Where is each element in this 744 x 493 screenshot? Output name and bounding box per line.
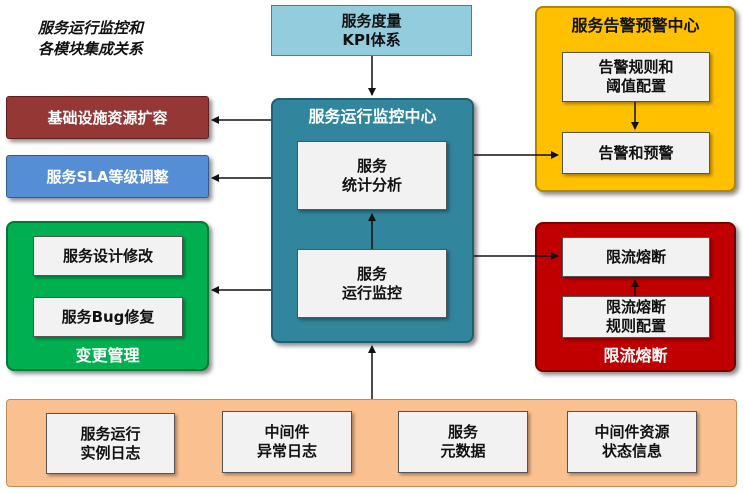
rate-limit-title: 限流熔断 <box>603 346 668 365</box>
service-runtime-monitor-box: 服务 运行监控 <box>297 249 447 318</box>
kpi-system-box: 服务度量 KPI体系 <box>271 5 472 56</box>
alarm-rules-box: 告警规则和 阈值配置 <box>562 52 710 102</box>
middleware-resource-status-box: 中间件资源 状态信息 <box>567 411 697 473</box>
alarm-warning-box: 告警和预警 <box>562 132 710 174</box>
sla-adjust-box: 服务SLA等级调整 <box>6 155 209 198</box>
service-bugfix-box: 服务Bug修复 <box>33 297 183 337</box>
instance-log-box: 服务运行 实例日志 <box>46 413 175 474</box>
alarm-center-title: 服务告警预警中心 <box>571 16 700 35</box>
service-metadata-box: 服务 元数据 <box>398 411 528 473</box>
change-management-title: 变更管理 <box>75 346 140 365</box>
service-design-change-box: 服务设计修改 <box>33 236 183 276</box>
rate-limit-rules-box: 限流熔断 规则配置 <box>562 296 710 338</box>
service-statistics-box: 服务 统计分析 <box>297 141 447 210</box>
monitor-center-title: 服务运行监控中心 <box>308 107 437 126</box>
infra-scale-box: 基础设施资源扩容 <box>6 96 209 139</box>
middleware-error-log-box: 中间件 异常日志 <box>222 411 352 473</box>
rate-limit-breaker-box: 限流熔断 <box>562 237 710 277</box>
diagram-title: 服务运行监控和 各模块集成关系 <box>38 19 144 58</box>
